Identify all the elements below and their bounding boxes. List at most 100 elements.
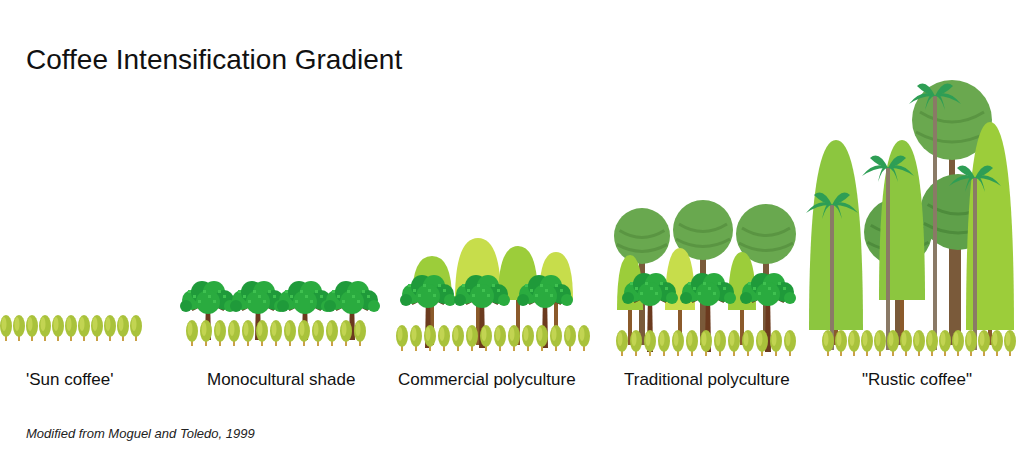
canopy-pixel	[413, 289, 416, 292]
coffee-bush	[270, 320, 282, 346]
crown-fold	[620, 230, 665, 237]
bush-crown	[848, 330, 860, 352]
canopy-pixel	[198, 300, 201, 303]
canopy-pixel	[290, 295, 293, 298]
coffee-bush	[770, 330, 782, 356]
bush-crown	[887, 330, 899, 352]
canopy-pixel	[560, 289, 563, 292]
palm-frond	[935, 94, 945, 110]
tree-canopy	[400, 294, 412, 306]
canopy-pixel	[645, 282, 648, 285]
canopy-pixel	[462, 284, 465, 287]
coffee-bush	[214, 320, 226, 346]
tree-canopy	[368, 300, 380, 312]
cone-tree	[809, 140, 863, 345]
canopy-pixel	[718, 282, 721, 285]
canopy-pixel	[203, 290, 206, 293]
coffee-bush	[65, 315, 77, 341]
bush-crown	[186, 320, 198, 342]
canopy-pixel	[487, 294, 490, 297]
canopy-pixel	[295, 300, 298, 303]
bush-crown	[564, 325, 576, 347]
coffee-bush	[200, 320, 212, 346]
bush-highlight	[538, 327, 543, 341]
coffee-bush	[835, 330, 847, 356]
bush-crown	[926, 330, 938, 352]
bush-crown	[616, 330, 628, 352]
tree-canopy	[533, 284, 557, 308]
coffee-bush	[39, 315, 51, 341]
coffee-bush	[965, 330, 977, 356]
crown-fold	[920, 112, 984, 122]
bush-crown	[104, 315, 116, 337]
bush-crown	[242, 320, 254, 342]
canopy-pixel	[357, 300, 360, 303]
bush-crown	[536, 325, 548, 347]
coffee-bush	[256, 320, 268, 346]
canopy-pixel	[253, 290, 256, 293]
canopy-pixel	[423, 284, 426, 287]
coffee-bush	[742, 330, 754, 356]
bush-crown	[117, 315, 129, 337]
canopy-pixel	[208, 295, 211, 298]
tree-crown	[614, 208, 670, 264]
bush-highlight	[426, 327, 431, 341]
coffee-bush	[326, 320, 338, 346]
canopy-pixel	[433, 294, 436, 297]
cone-tree	[879, 140, 925, 345]
tree-canopy	[196, 290, 220, 314]
bush-highlight	[688, 332, 693, 346]
coffee-bush	[228, 320, 240, 346]
coffee-bush	[0, 315, 12, 341]
canopy-pixel	[310, 300, 313, 303]
canopy-pixel	[482, 289, 485, 292]
canopy-pixel	[443, 289, 446, 292]
bush-highlight	[272, 322, 277, 336]
coffee-bush	[926, 330, 938, 356]
bush-crown	[480, 325, 492, 347]
canopy-pixel	[768, 287, 771, 290]
bush-crown	[835, 330, 847, 352]
coffee-bush	[284, 320, 296, 346]
canopy-pixel	[320, 295, 323, 298]
bush-highlight	[510, 327, 515, 341]
bush-highlight	[93, 317, 98, 331]
canopy-pixel	[525, 284, 528, 287]
coffee-bush	[874, 330, 886, 356]
crown-fold	[739, 243, 793, 251]
bush-crown	[438, 325, 450, 347]
bush-highlight	[230, 322, 235, 336]
palm-tree	[949, 160, 1001, 350]
bush-highlight	[980, 332, 985, 346]
bush-crown	[991, 330, 1003, 352]
coffee-bush	[52, 315, 64, 341]
bush-crown	[284, 320, 296, 342]
bush-crown	[200, 320, 212, 342]
bush-crown	[256, 320, 268, 342]
bush-highlight	[524, 327, 529, 341]
tree-canopy	[666, 292, 678, 304]
bush-crown	[340, 320, 352, 342]
coffee-bush	[130, 315, 142, 341]
bush-crown	[578, 325, 590, 347]
bush-highlight	[132, 317, 137, 331]
bush-highlight	[941, 332, 946, 346]
bush-highlight	[216, 322, 221, 336]
tree-canopy	[340, 290, 364, 314]
coffee-bush	[452, 325, 464, 351]
bush-crown	[756, 330, 768, 352]
tree-canopy	[517, 294, 529, 306]
category-label: Monocultural shade	[207, 370, 355, 390]
tree-canopy	[784, 292, 796, 304]
coffee-bush	[991, 330, 1003, 356]
canopy-pixel	[268, 290, 271, 293]
coffee-bush	[978, 330, 990, 356]
bush-highlight	[646, 332, 651, 346]
coffee-bush	[784, 330, 796, 356]
canopy-pixel	[688, 282, 691, 285]
tree-canopy	[454, 294, 466, 306]
canopy-pixel	[723, 287, 726, 290]
canopy-pixel	[342, 300, 345, 303]
coffee-bush	[630, 330, 642, 356]
bush-crown	[672, 330, 684, 352]
